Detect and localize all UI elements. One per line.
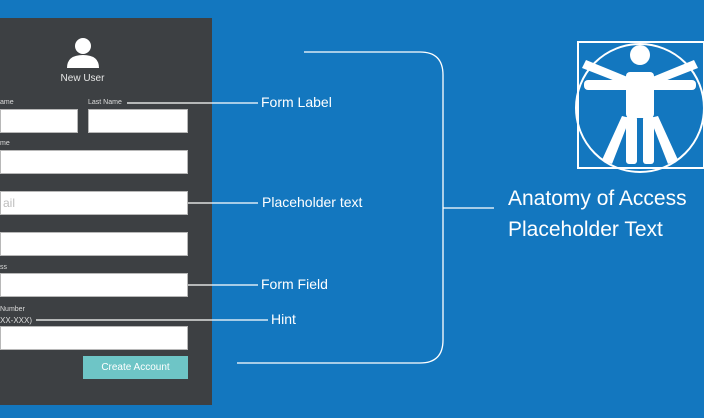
heading-line-2: Placeholder Text <box>508 218 663 241</box>
callout-hint: Hint <box>271 311 296 327</box>
username-field[interactable] <box>0 150 188 174</box>
username-label: me <box>0 140 10 147</box>
first-name-label: ame <box>0 99 14 106</box>
form-title: New User <box>60 73 105 84</box>
last-name-field[interactable] <box>88 109 188 133</box>
callout-placeholder-text: Placeholder text <box>262 194 363 210</box>
vitruvian-man-icon <box>575 41 704 173</box>
user-icon <box>67 38 99 68</box>
phone-field[interactable] <box>0 326 188 350</box>
callout-form-field: Form Field <box>261 276 328 292</box>
callout-form-label: Form Label <box>261 94 332 110</box>
address-label: ss <box>0 264 7 271</box>
last-name-label: Last Name <box>88 99 122 106</box>
phone-hint: XX-XXX) <box>0 316 33 325</box>
password-field[interactable] <box>0 232 188 256</box>
create-account-button[interactable]: Create Account <box>83 356 188 379</box>
first-name-field[interactable] <box>0 109 78 133</box>
phone-label: Number <box>0 306 25 313</box>
email-field[interactable]: ail <box>0 191 188 215</box>
address-field[interactable] <box>0 273 188 297</box>
heading-line-1: Anatomy of Access <box>508 187 687 210</box>
